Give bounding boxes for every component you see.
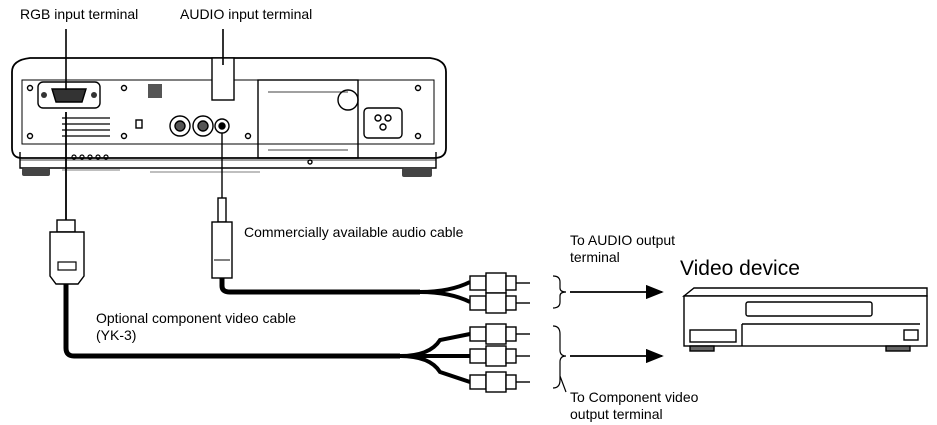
rca-plug [469,345,530,367]
audio-brace [552,275,567,309]
rca-plug [469,292,530,314]
video-device-label: Video device [680,257,800,280]
rca-plugs [469,272,530,393]
audio-cable [211,133,471,304]
component-brace [552,325,567,393]
rgb-input-label: RGB input terminal [20,6,139,22]
usb-port [148,84,162,98]
rca-plug [469,323,530,345]
rgb-port-surround [37,81,101,109]
rgb-port [51,88,87,103]
component-cable [49,112,471,384]
rca-plug [469,272,530,294]
projector-body [11,57,447,159]
to-audio-output-label-1: To AUDIO output [570,232,676,248]
audio-cable-label: Commercially available audio cable [244,224,464,240]
audio-input-label: AUDIO input terminal [180,6,313,22]
component-cable-label-2: (YK-3) [96,327,137,343]
to-component-label-2: output terminal [570,406,663,422]
vent-grille [62,117,110,137]
lamp-cover [257,79,359,159]
projector-illustration [11,57,447,177]
to-audio-output-label-2: terminal [570,249,620,265]
to-component-label-1: To Component video [570,389,699,405]
component-cable-label-1: Optional component video cable [96,310,297,326]
rca-plug [469,371,530,393]
video-device-illustration [682,287,928,352]
